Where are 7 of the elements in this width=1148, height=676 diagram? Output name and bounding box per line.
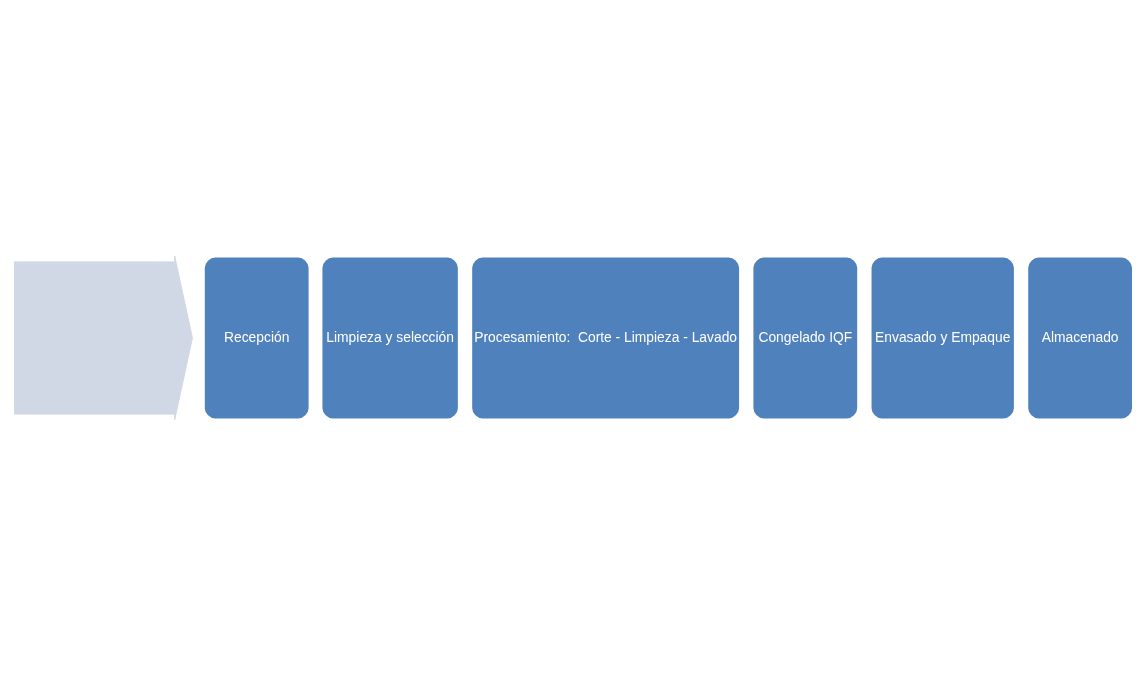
node-box: Almacenado — [1025, 254, 1135, 422]
node-box: Recepción — [201, 254, 312, 422]
node-arrow — [14, 255, 193, 421]
node-box: Envasado y Empaque — [868, 254, 1017, 422]
node-box: Congelado IQF — [750, 254, 861, 422]
node-box: Procesamiento: Corte - Limpieza - Lavado — [469, 254, 743, 422]
node-box: Limpieza y selección — [319, 254, 461, 422]
